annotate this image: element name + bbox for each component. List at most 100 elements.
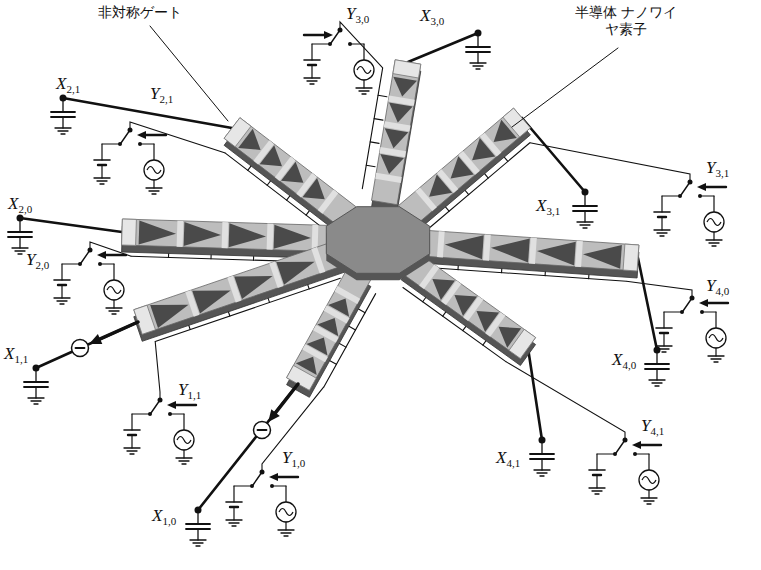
ground-symbol bbox=[179, 460, 189, 461]
ground-symbol bbox=[146, 187, 162, 188]
wire bbox=[183, 414, 184, 430]
ground-symbol bbox=[476, 68, 480, 69]
ac-source-symbol bbox=[177, 437, 191, 444]
switch-symbol bbox=[700, 310, 704, 314]
asymmetric-gate bbox=[385, 128, 409, 148]
electron-symbol bbox=[72, 340, 89, 357]
control-arrow bbox=[304, 34, 327, 36]
ac-source-symbol bbox=[706, 328, 726, 348]
capacitor-symbol bbox=[573, 205, 597, 207]
control-arrow bbox=[324, 31, 333, 39]
ground-symbol bbox=[130, 453, 134, 454]
wire bbox=[702, 311, 716, 312]
ground-symbol bbox=[281, 532, 291, 533]
ac-source-symbol bbox=[107, 287, 121, 294]
nanowire-cell bbox=[311, 247, 325, 274]
switch-symbol bbox=[331, 30, 340, 43]
gate-wire bbox=[530, 143, 690, 182]
ground-symbol bbox=[655, 385, 659, 386]
asymmetric-gate bbox=[393, 77, 417, 97]
asymmetric-gate bbox=[229, 223, 266, 247]
wire bbox=[596, 454, 597, 470]
semiconductor-nanowire bbox=[372, 60, 421, 205]
wire bbox=[596, 475, 597, 488]
nanowire-cell bbox=[529, 238, 537, 264]
central-hub bbox=[326, 207, 429, 274]
capacitor-symbol bbox=[197, 510, 198, 524]
wire bbox=[285, 486, 286, 502]
wire bbox=[100, 263, 114, 264]
asymmetric-gate bbox=[380, 154, 404, 174]
nanowire-cell bbox=[375, 173, 402, 183]
ground-symbol bbox=[359, 90, 369, 91]
control-arrow bbox=[167, 401, 176, 409]
wire bbox=[183, 450, 184, 458]
nanowire-cell bbox=[388, 96, 415, 106]
wire bbox=[170, 413, 184, 414]
semiconductor-nanowire bbox=[287, 267, 371, 390]
ground-symbol bbox=[540, 475, 544, 476]
capacitor-symbol bbox=[584, 211, 585, 222]
terminal-label: Y2,1 bbox=[150, 84, 173, 106]
capacitor-symbol bbox=[656, 350, 657, 364]
terminal-label: X4,0 bbox=[612, 350, 636, 372]
gate-wire bbox=[262, 387, 324, 472]
capacitor-symbol bbox=[584, 192, 585, 206]
wire bbox=[311, 65, 312, 78]
control-arrow bbox=[269, 473, 278, 481]
switch-symbol bbox=[168, 412, 172, 416]
ground-symbol bbox=[176, 457, 192, 458]
wire bbox=[648, 454, 649, 470]
wire bbox=[132, 413, 150, 414]
nanowire-cell bbox=[483, 234, 491, 260]
ground-symbol bbox=[649, 379, 665, 380]
control-arrow bbox=[137, 131, 146, 139]
ground-symbol bbox=[226, 519, 242, 520]
ground-symbol bbox=[149, 190, 159, 191]
gate-wire bbox=[626, 281, 692, 298]
semiconductor-nanowire bbox=[399, 108, 531, 225]
nanowire-cell bbox=[177, 221, 184, 247]
switch-symbol bbox=[633, 452, 637, 456]
control-arrow bbox=[143, 134, 166, 136]
ground-symbol bbox=[106, 307, 122, 308]
ac-source-symbol bbox=[354, 60, 374, 80]
battery-symbol bbox=[226, 501, 242, 503]
switch-symbol bbox=[121, 130, 130, 143]
ground-symbol bbox=[28, 397, 44, 398]
nanowire-cell bbox=[437, 231, 445, 257]
asymmetric-gate bbox=[276, 262, 314, 285]
switch-symbol bbox=[348, 42, 352, 46]
wire bbox=[61, 285, 62, 298]
asymmetric-gate bbox=[537, 242, 576, 266]
ground-symbol bbox=[712, 245, 716, 246]
ground-symbol bbox=[229, 522, 239, 523]
ac-source-symbol bbox=[639, 470, 659, 490]
ground-symbol bbox=[709, 242, 719, 243]
capacitor-symbol bbox=[19, 218, 20, 232]
terminal-wire bbox=[528, 348, 542, 440]
ground-symbol bbox=[57, 300, 67, 301]
wire bbox=[233, 486, 234, 502]
control-arrow bbox=[103, 254, 126, 256]
nanowire-cell bbox=[575, 241, 583, 267]
control-arrow bbox=[97, 251, 106, 259]
switch-symbol bbox=[616, 440, 625, 453]
ground-symbol bbox=[124, 447, 140, 448]
ground-symbol bbox=[97, 180, 107, 181]
asymmetric-gate bbox=[238, 129, 260, 150]
ac-source-symbol bbox=[707, 219, 721, 226]
capacitor-symbol bbox=[35, 368, 36, 382]
switch-symbol bbox=[681, 182, 690, 195]
electron-symbol bbox=[254, 422, 271, 439]
capacitor-symbol bbox=[541, 459, 542, 470]
wire bbox=[663, 333, 664, 346]
nanowire-cell bbox=[267, 224, 274, 250]
control-arrow bbox=[705, 302, 728, 304]
ground-symbol bbox=[182, 463, 186, 464]
wire bbox=[272, 485, 286, 486]
wire bbox=[713, 232, 714, 240]
battery-symbol bbox=[656, 327, 672, 329]
gate-wire bbox=[366, 165, 375, 166]
